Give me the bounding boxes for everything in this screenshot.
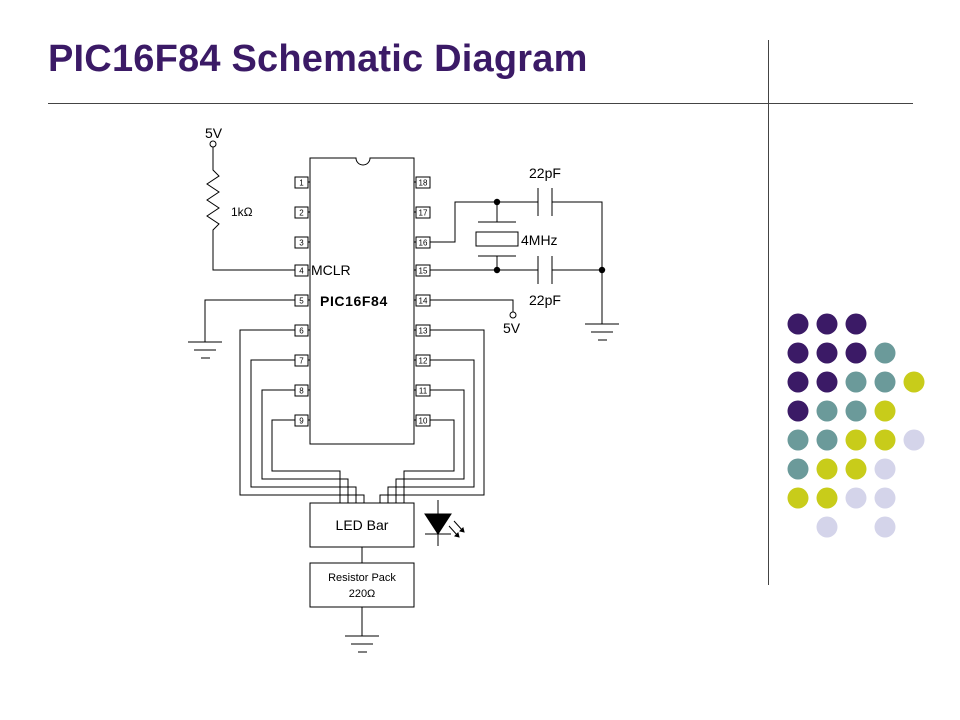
pullup-resistor — [206, 147, 295, 271]
decorative-dot — [816, 313, 838, 335]
left-bus-wires — [239, 329, 365, 503]
junction-dots — [493, 198, 606, 274]
pin-number: 7 — [299, 357, 304, 366]
led-bar-label: LED Bar — [336, 517, 389, 533]
decorative-dot — [816, 516, 838, 538]
pin-number: 18 — [419, 179, 428, 188]
cap-top-ground-wire — [552, 201, 603, 324]
decorative-dot — [845, 429, 867, 451]
cap-bottom-label: 22pF — [529, 292, 561, 308]
decorative-dot — [787, 487, 809, 509]
mclr-label: MCLR — [311, 262, 351, 278]
decorative-dot — [874, 371, 896, 393]
pin-number: 6 — [299, 327, 304, 336]
pin-number: 15 — [419, 267, 428, 276]
right-pin-boxes — [414, 176, 431, 427]
decorative-dot — [816, 487, 838, 509]
decorative-dot — [816, 342, 838, 364]
decorative-dot — [845, 313, 867, 335]
slide-title: PIC16F84 Schematic Diagram — [48, 38, 588, 80]
osc1-wire — [430, 201, 538, 243]
pin-number: 14 — [419, 297, 428, 306]
decorative-dot — [787, 371, 809, 393]
decorative-dot — [874, 516, 896, 538]
decorative-dot — [845, 342, 867, 364]
ground-symbol-right — [585, 323, 619, 341]
decorative-dot — [787, 342, 809, 364]
pin-number: 9 — [299, 417, 304, 426]
decorative-dot — [816, 429, 838, 451]
pin-number: 2 — [299, 209, 304, 218]
vertical-divider — [768, 40, 769, 585]
right-pin-numbers: 18 17 16 15 14 13 12 11 10 — [419, 179, 428, 426]
title-underline — [48, 103, 913, 104]
chip-label: PIC16F84 — [320, 293, 388, 309]
decorative-dot — [874, 429, 896, 451]
pin-number: 4 — [299, 267, 304, 276]
decorative-dot — [874, 487, 896, 509]
pin-number: 12 — [419, 357, 428, 366]
pin-number: 1 — [299, 179, 304, 188]
pin-number: 5 — [299, 297, 304, 306]
supply-terminal-pin14 — [509, 311, 517, 319]
resistor-label: 1kΩ — [231, 205, 253, 219]
ground-symbol-bottom — [345, 635, 379, 653]
decorative-dot — [816, 458, 838, 480]
decorative-dot — [874, 400, 896, 422]
crystal-label: 4MHz — [521, 232, 558, 248]
supply-terminal-5v — [209, 140, 217, 148]
pin-number: 10 — [419, 417, 428, 426]
pin5-ground-wire — [204, 299, 295, 342]
resistor-pack-box — [309, 562, 415, 608]
decorative-dot — [787, 400, 809, 422]
left-pin-numbers: 1 2 3 4 5 6 7 8 9 — [299, 179, 304, 426]
decorative-dot — [874, 458, 896, 480]
crystal-body — [475, 231, 519, 247]
pin-number: 3 — [299, 239, 304, 248]
decorative-dot — [874, 342, 896, 364]
pin14-supply-wire — [430, 299, 514, 312]
decorative-dot — [787, 429, 809, 451]
ground-symbol-left — [188, 341, 222, 359]
decorative-dot — [816, 371, 838, 393]
supply-label-5v: 5V — [205, 125, 223, 141]
pin-number: 13 — [419, 327, 428, 336]
resistor-pack-value: 220Ω — [349, 588, 376, 600]
ic-body — [309, 157, 415, 445]
decorative-dot — [845, 487, 867, 509]
decorative-dot — [903, 371, 925, 393]
pin14-supply-label: 5V — [503, 320, 521, 336]
decorative-dot — [845, 400, 867, 422]
led-icon — [424, 500, 465, 546]
pin-number: 8 — [299, 387, 304, 396]
decorative-dot-grid — [787, 313, 925, 538]
pin-number: 17 — [419, 209, 428, 218]
decorative-dot — [845, 458, 867, 480]
decorative-dot — [816, 400, 838, 422]
decorative-dot — [787, 458, 809, 480]
right-bus-wires — [379, 329, 485, 503]
decorative-dot — [845, 371, 867, 393]
pin-number: 16 — [419, 239, 428, 248]
decorative-dot — [787, 313, 809, 335]
cap-top-label: 22pF — [529, 165, 561, 181]
resistor-pack-label: Resistor Pack — [328, 572, 396, 584]
decorative-dot — [903, 429, 925, 451]
pin-number: 11 — [419, 387, 428, 396]
